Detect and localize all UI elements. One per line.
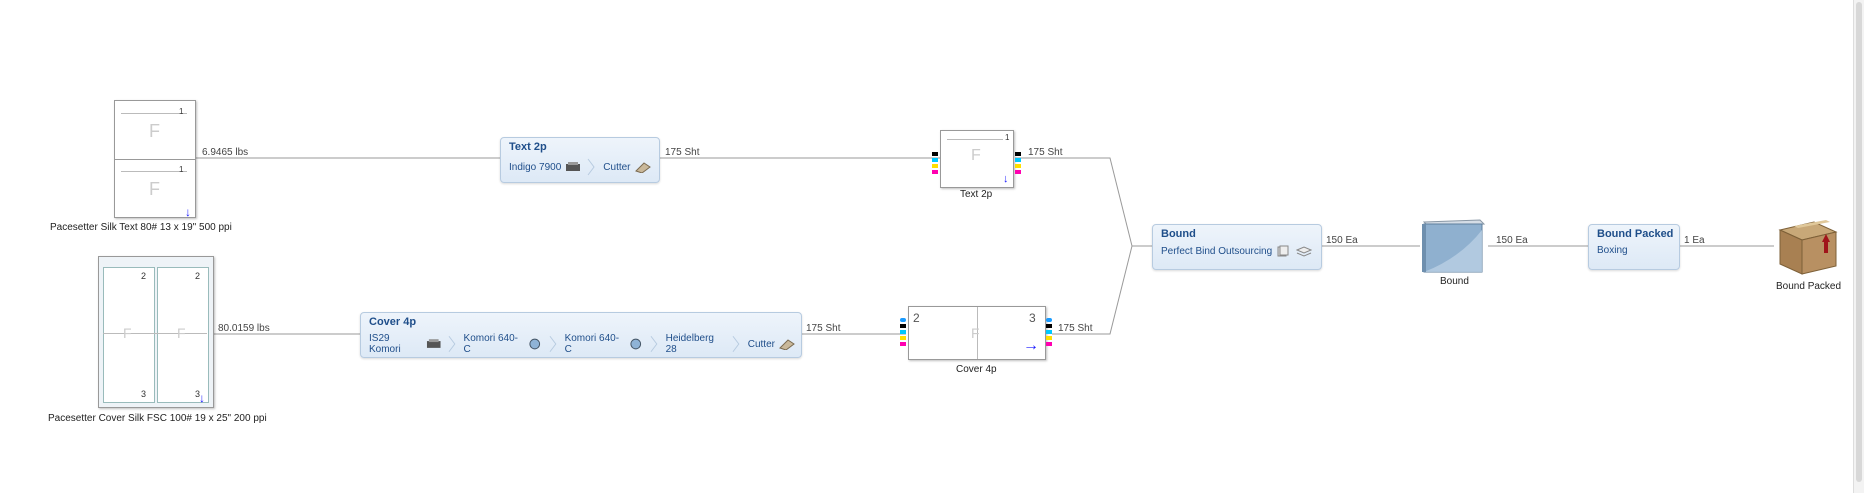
text-stock-sheet[interactable]: 1 F 1 F ↓	[114, 100, 196, 219]
page-number: 2	[913, 311, 920, 325]
feed-arrow-icon: →	[1023, 337, 1039, 354]
face-mark: F	[971, 325, 980, 341]
page-number: 1	[1005, 133, 1010, 142]
ink-bar-back	[1046, 318, 1052, 358]
process-bound[interactable]: Bound Perfect Bind Outsourcing	[1152, 224, 1322, 270]
page-number: 3	[195, 389, 201, 399]
step-label: Heidelberg 28	[665, 333, 714, 355]
step-label: IS29 Komori	[369, 333, 401, 355]
bound-book-icon[interactable]	[1420, 218, 1486, 274]
component-cover-4p-output: 175 Sht	[1058, 323, 1093, 334]
step-boxing[interactable]: Boxing	[1595, 245, 1634, 256]
bound-process-output: 150 Ea	[1326, 235, 1358, 246]
step-separator-icon	[650, 335, 658, 353]
feed-arrow-icon: ↓	[1003, 173, 1009, 185]
step-label: Cutter	[747, 338, 775, 350]
component-text-2p[interactable]: 1 F ↓	[940, 130, 1014, 188]
page-number: 3	[1029, 311, 1036, 325]
bound-packed-output: 1 Ea	[1684, 235, 1705, 246]
cutter-icon	[779, 339, 795, 350]
scrollbar-thumb[interactable]	[1856, 2, 1862, 482]
bound-item-output: 150 Ea	[1496, 235, 1528, 246]
step-label: Cutter	[603, 161, 631, 173]
process-title: Bound Packed	[1597, 228, 1674, 240]
ink-bar-front	[932, 152, 938, 188]
component-cover-4p-caption: Cover 4p	[956, 364, 997, 375]
face-mark: F	[123, 325, 132, 341]
page-number: 1	[179, 165, 184, 174]
binding-icon	[1277, 245, 1289, 257]
cover-stock-caption: Pacesetter Cover Silk FSC 100# 19 x 25" …	[48, 413, 267, 424]
step-separator-icon	[448, 335, 456, 353]
page-number: 2	[141, 271, 147, 281]
page-number: 3	[141, 389, 147, 399]
component-text-2p-output: 175 Sht	[1028, 147, 1063, 158]
cutter-icon	[634, 162, 651, 173]
step-separator-icon	[549, 335, 557, 353]
process-title: Bound	[1161, 228, 1196, 240]
page-number: 2	[195, 271, 201, 281]
step-is29-komori[interactable]: IS29 Komori	[367, 333, 462, 355]
digital-press-icon	[566, 162, 581, 171]
step-label: Komori 640-C	[463, 333, 519, 355]
cover-4p-process-output: 175 Sht	[806, 323, 841, 334]
component-cover-4p[interactable]: 2 3 F →	[908, 306, 1046, 360]
press-icon	[427, 339, 441, 348]
ink-bar-back	[1015, 152, 1021, 188]
step-label: Komori 640-C	[564, 333, 620, 355]
stack-icon	[1296, 246, 1313, 257]
step-separator-icon	[732, 335, 740, 353]
component-text-2p-caption: Text 2p	[960, 189, 993, 200]
step-komori-640c[interactable]: Komori 640-C	[563, 333, 664, 355]
vertical-scrollbar[interactable]	[1853, 0, 1864, 493]
cover-stock-weight: 80.0159 lbs	[218, 323, 270, 334]
face-mark: F	[149, 121, 160, 141]
face-mark: F	[971, 147, 981, 164]
step-label: Indigo 7900	[509, 161, 562, 173]
step-label: Boxing	[1597, 245, 1628, 256]
process-cover-4p[interactable]: Cover 4p IS29 Komori Komori 640-C Komori…	[360, 312, 802, 358]
page-number: 1	[179, 107, 184, 116]
feed-arrow-icon: ↓	[185, 205, 191, 219]
ink-bar-front	[900, 318, 906, 358]
step-perfect-bind-outsourcing[interactable]: Perfect Bind Outsourcing	[1159, 245, 1318, 257]
coating-icon	[630, 338, 642, 350]
step-indigo-7900[interactable]: Indigo 7900	[507, 158, 601, 176]
coating-icon	[529, 338, 541, 350]
bound-packed-caption: Bound Packed	[1776, 281, 1842, 292]
step-heidelberg-28[interactable]: Heidelberg 28	[664, 333, 746, 355]
step-label: Perfect Bind Outsourcing	[1161, 245, 1273, 257]
face-mark: F	[149, 179, 160, 199]
cover-stock-sheet[interactable]: 2 2 3 3 F F ↓	[98, 256, 214, 408]
step-separator-icon	[587, 158, 595, 176]
process-text-2p[interactable]: Text 2p Indigo 7900 Cutter	[500, 137, 660, 183]
process-title: Cover 4p	[369, 316, 417, 328]
feed-arrow-icon: ↓	[199, 391, 205, 405]
text-stock-weight: 6.9465 lbs	[202, 147, 249, 158]
step-komori-640c[interactable]: Komori 640-C	[462, 333, 563, 355]
text-stock-caption: Pacesetter Silk Text 80# 13 x 19" 500 pp…	[50, 222, 232, 233]
shipping-box-icon[interactable]	[1774, 212, 1840, 278]
bound-caption: Bound	[1440, 276, 1469, 287]
step-cutter[interactable]: Cutter	[601, 161, 656, 173]
text-2p-process-output: 175 Sht	[665, 147, 700, 158]
process-bound-packed[interactable]: Bound Packed Boxing	[1588, 224, 1680, 270]
face-mark: F	[177, 325, 186, 341]
step-cutter[interactable]: Cutter	[746, 338, 801, 350]
process-title: Text 2p	[509, 141, 547, 153]
